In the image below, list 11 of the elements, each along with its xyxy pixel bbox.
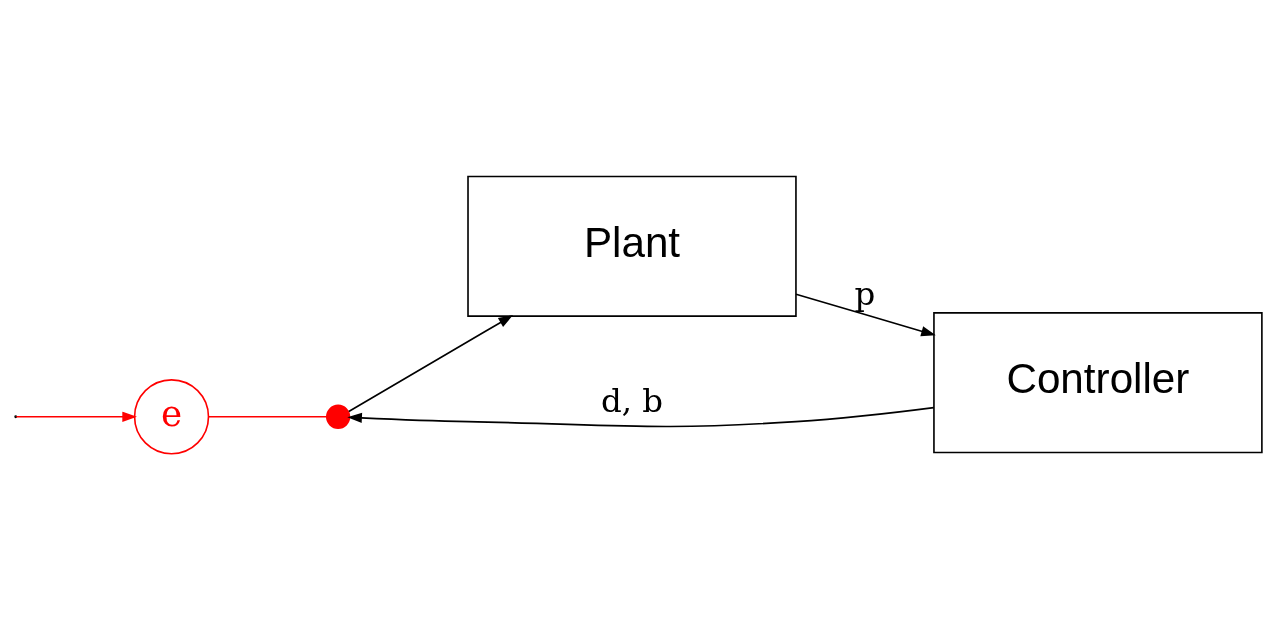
arrow <box>347 315 514 413</box>
node-box: Plant <box>467 175 797 317</box>
arrow <box>347 406 935 428</box>
node-circle <box>325 404 351 429</box>
edge-label: d, b <box>600 381 664 420</box>
arrow <box>15 411 137 422</box>
arrow <box>795 293 936 337</box>
edge-label: p <box>854 274 876 313</box>
node-circle: e <box>133 379 210 455</box>
connector <box>207 415 328 418</box>
node-box: Controller <box>933 312 1263 454</box>
